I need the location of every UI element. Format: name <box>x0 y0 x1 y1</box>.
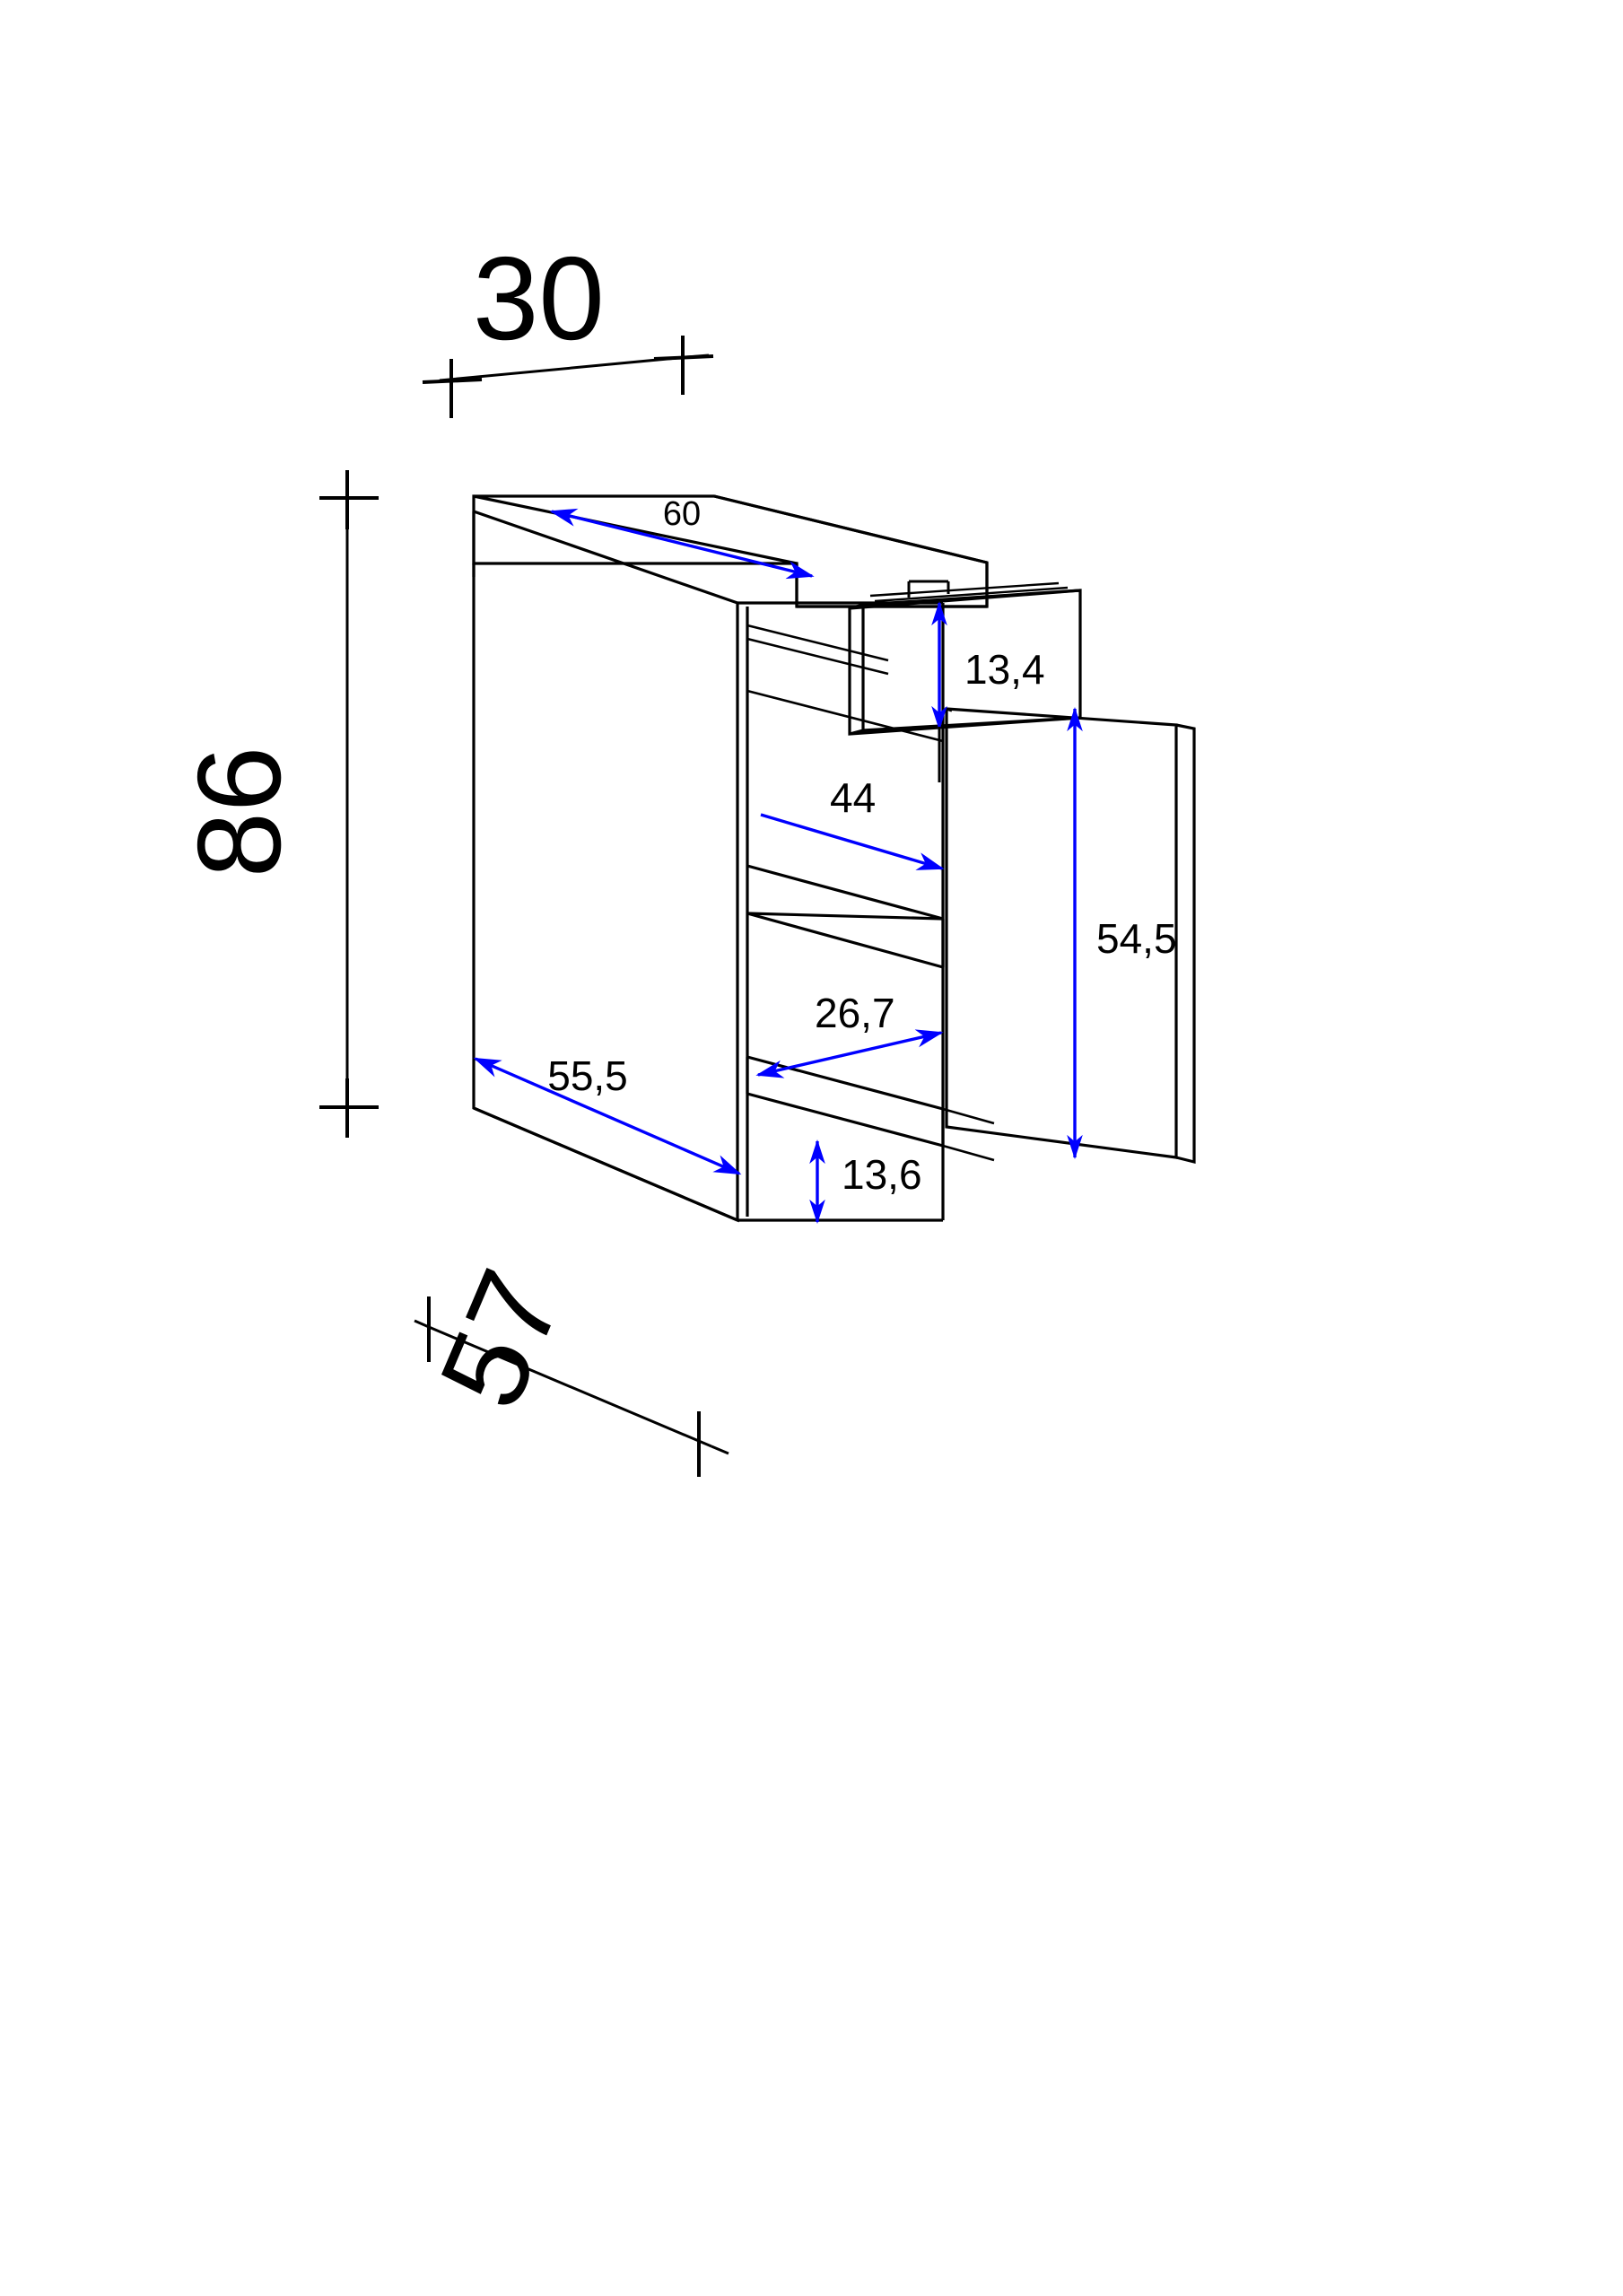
dimension-height-overall: 86 <box>173 470 379 1138</box>
dimension-width-overall: 30 <box>422 232 714 418</box>
dimension-label-body-depth-inner: 55,5 <box>547 1052 628 1099</box>
interior-shelf <box>746 864 945 969</box>
drawer-box <box>848 580 1082 736</box>
dimension-label-drawer-height: 13,4 <box>964 646 1045 693</box>
cabinet-body-group <box>472 494 995 1223</box>
plinth-recess <box>942 1107 995 1162</box>
dimension-shelf-clear-depth: 26,7 <box>755 990 944 1078</box>
dimension-door-height: 54,5 <box>1067 706 1177 1160</box>
cabinet-door <box>945 707 1196 1165</box>
dimension-drawer-height: 13,4 <box>931 600 1045 782</box>
dimension-label-height-overall: 86 <box>173 746 305 878</box>
dimension-label-shelf-depth: 44 <box>830 774 876 821</box>
drawer-rail-lines <box>746 624 944 743</box>
dimension-worktop-depth: 60 <box>549 495 815 580</box>
dimension-shelf-depth: 44 <box>760 774 945 870</box>
dimension-label-worktop-depth: 60 <box>663 495 701 533</box>
dimension-depth-overall: 57 <box>414 1253 729 1477</box>
dimension-label-depth-overall: 57 <box>414 1253 588 1426</box>
dimension-label-shelf-clear-depth: 26,7 <box>815 990 895 1036</box>
dimension-label-plinth-recess-height: 13,6 <box>842 1151 922 1198</box>
dimension-plinth-recess-height: 13,6 <box>809 1139 922 1225</box>
dimension-body-depth-inner: 55,5 <box>473 1052 742 1175</box>
dimension-label-width-overall: 30 <box>473 232 605 364</box>
dimension-label-door-height: 54,5 <box>1096 915 1177 962</box>
